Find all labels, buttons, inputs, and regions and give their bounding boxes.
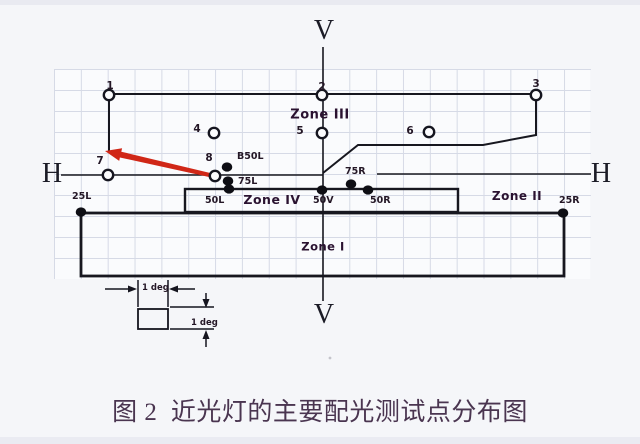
point-75r-dot <box>345 179 357 189</box>
zone-ii-label: Zone II <box>491 189 543 203</box>
point-2-label: 2 <box>318 80 326 93</box>
bottom-edge-strip <box>0 437 640 444</box>
point-3-label: 3 <box>532 77 540 90</box>
dimension-width-label: 1 deg <box>142 283 169 293</box>
figure-caption: 图 2 近光灯的主要配光测试点分布图 <box>112 399 528 426</box>
zone-i-label: Zone I <box>301 239 345 254</box>
point-3-circle <box>529 88 543 102</box>
point-b50l-dot <box>221 162 233 172</box>
stray-mark <box>328 356 332 360</box>
v-axis-label-bottom: V <box>313 299 335 330</box>
point-25l-dot <box>75 207 87 217</box>
point-75l-dot <box>222 176 234 186</box>
point-50r-label: 50R <box>370 195 391 206</box>
point-50v-dot <box>316 185 328 195</box>
zone-iv-label: Zone IV <box>243 191 301 207</box>
point-25r-label: 25R <box>559 195 580 206</box>
point-75l-label: 75L <box>238 176 258 187</box>
point-7-circle <box>101 168 115 182</box>
point-8-circle <box>208 169 222 183</box>
point-25l-label: 25L <box>72 191 92 202</box>
v-axis-label-top: V <box>313 15 335 46</box>
point-50r-dot <box>362 185 374 195</box>
point-75r-label: 75R <box>345 166 366 177</box>
point-50l-dot <box>223 184 235 194</box>
h-axis-label-right: H <box>590 158 612 189</box>
point-4-label: 4 <box>193 122 201 135</box>
dimension-height-label: 1 deg <box>191 318 218 328</box>
point-6-circle <box>422 125 436 139</box>
point-5-circle <box>315 126 329 140</box>
dimension-legend <box>105 280 214 347</box>
point-50l-label: 50L <box>205 195 225 206</box>
point-2-circle <box>315 88 329 102</box>
point-25r-dot <box>557 208 569 218</box>
red-annotation-arrow <box>105 148 215 178</box>
point-50v-label: 50V <box>313 195 334 206</box>
point-b50l-label: B50L <box>237 151 264 162</box>
point-7-label: 7 <box>96 154 104 167</box>
top-edge-strip <box>0 0 640 5</box>
point-8-label: 8 <box>205 151 213 164</box>
point-1-circle <box>102 88 116 102</box>
zone-iii-label: Zone III <box>290 107 350 123</box>
point-1-label: 1 <box>106 79 114 92</box>
point-6-label: 6 <box>406 124 414 137</box>
point-5-label: 5 <box>296 124 304 137</box>
point-4-circle <box>207 126 221 140</box>
h-axis-label-left: H <box>41 158 63 189</box>
